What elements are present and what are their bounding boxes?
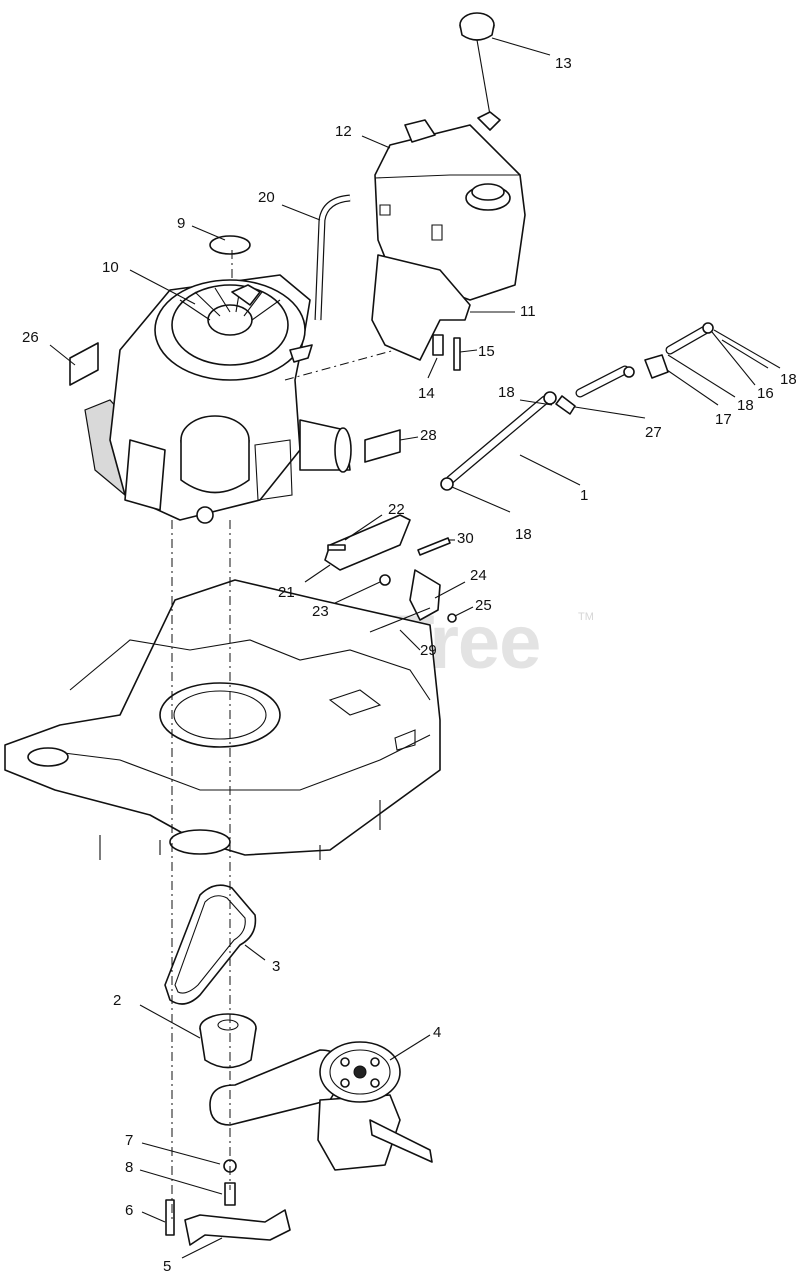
callout-22: 22: [388, 501, 405, 518]
part-5-bracket: [184, 1209, 291, 1246]
callout-18-a: 18: [780, 371, 797, 388]
callout-18-c: 18: [498, 384, 515, 401]
callout-12: 12: [335, 123, 352, 140]
part-26-decal: [69, 342, 99, 386]
part-15-bolt: [453, 337, 461, 371]
callout-18-d: 18: [515, 526, 532, 543]
callout-2: 2: [113, 992, 121, 1009]
callout-5: 5: [163, 1258, 171, 1275]
callout-6: 6: [125, 1202, 133, 1219]
part-28-decal: [364, 429, 401, 463]
callout-11: 11: [520, 303, 536, 320]
callout-30: 30: [457, 530, 474, 547]
part-24-lever: [409, 569, 441, 621]
callout-25: 25: [475, 597, 492, 614]
part-21-bracket: [324, 514, 411, 571]
fuel-tank: [374, 119, 526, 301]
part-29-rod: [369, 607, 431, 633]
tank-bracket: [371, 254, 471, 361]
callout-3: 3: [272, 958, 280, 975]
callout-9: 9: [177, 215, 185, 232]
part-8-bolt: [224, 1182, 236, 1206]
callout-24: 24: [470, 567, 487, 584]
part-23-washer: [379, 574, 391, 586]
callout-28: 28: [420, 427, 437, 444]
fuel-line-assembly: [440, 322, 714, 491]
centerlines: [171, 250, 396, 1220]
fuel-cap: [459, 12, 501, 131]
callout-labels: 1 2 3 4 5 6 7 8 9 10 11 12 13 14 15 16 1…: [22, 55, 797, 1275]
callout-26: 26: [22, 329, 39, 346]
callout-23: 23: [312, 603, 329, 620]
part-25-nut: [447, 613, 457, 623]
engine: [84, 274, 352, 524]
leader-lines: [49, 37, 781, 1259]
callout-16: 16: [757, 385, 774, 402]
callout-7: 7: [125, 1132, 133, 1149]
callout-8: 8: [125, 1159, 133, 1176]
drive-belt: [164, 884, 257, 1005]
watermark-trademark: TM: [578, 611, 594, 623]
callout-18-b: 18: [737, 397, 754, 414]
callout-14: 14: [418, 385, 435, 402]
callout-27: 27: [645, 424, 662, 441]
callout-15: 15: [478, 343, 495, 360]
chassis-frame: [4, 579, 441, 860]
part-14-fitting: [432, 334, 444, 356]
callout-21: 21: [278, 584, 295, 601]
transaxle: [317, 1041, 433, 1171]
callout-13: 13: [555, 55, 572, 72]
part-9-disk: [209, 235, 251, 255]
engine-pulley: [199, 1013, 257, 1069]
part-30-label: [417, 537, 451, 556]
callout-10: 10: [102, 259, 119, 276]
part-22-pin: [327, 544, 346, 551]
callout-29: 29: [420, 642, 437, 659]
callout-1: 1: [580, 487, 588, 504]
part-6-bolt: [165, 1199, 175, 1236]
callout-17: 17: [715, 411, 732, 428]
callout-4: 4: [433, 1024, 441, 1041]
callout-20: 20: [258, 189, 275, 206]
